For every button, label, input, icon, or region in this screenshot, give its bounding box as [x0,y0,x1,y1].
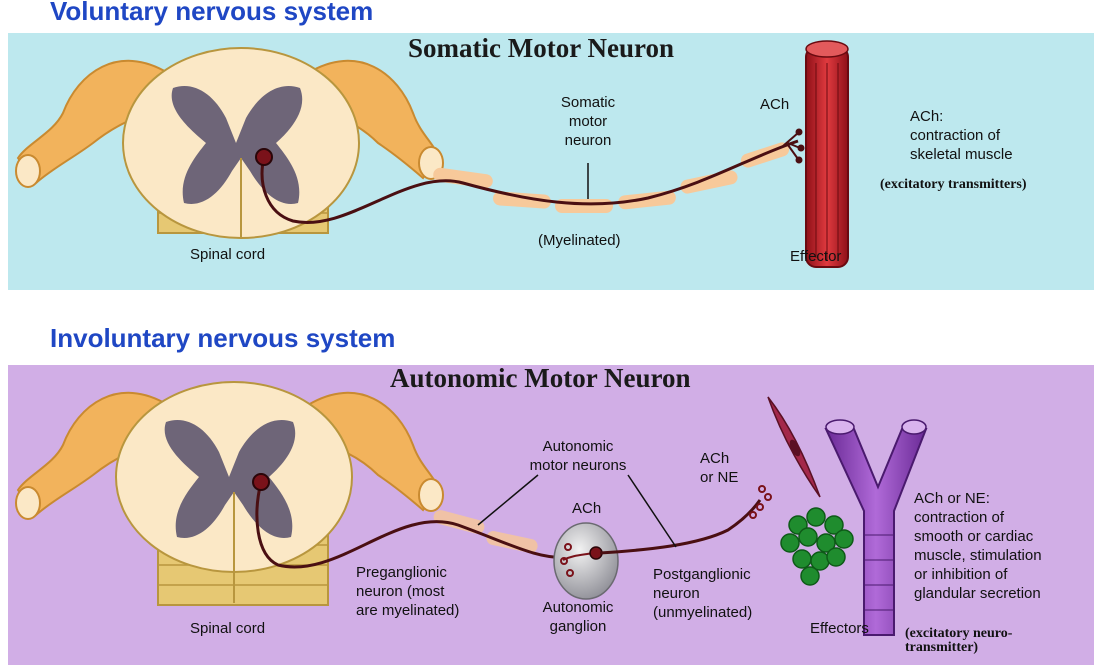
somatic-diagram [15,40,849,268]
myelinated-label: (Myelinated) [538,232,621,249]
autonomic-diagram [15,381,928,636]
preganglionic-myelin [433,510,538,553]
smooth-muscle-cell [767,396,821,498]
somatic-panel: Somatic Motor Neuron Spinal cord Somatic… [8,33,1094,290]
gland-cells [780,507,854,586]
effectors-label: Effectors [810,620,869,637]
axon-terminal [782,128,805,164]
neuron-cell-body [255,148,273,166]
spinal-cord-label: Spinal cord [190,246,266,263]
nerve-root-left [15,391,169,520]
somatic-effect-description: ACh: contraction of skeletal muscle [910,108,1013,163]
ach-label: ACh [760,96,790,113]
postganglionic-axon [599,499,762,555]
nerve-root-left [15,59,169,188]
autonomic-transmitter-note: (excitatory neuro- transmitter) [905,626,1013,655]
somatic-neuron-label: Somatic motor neuron [560,94,616,149]
autonomic-panel: Autonomic Motor Neuron Spinal cord Auton… [8,363,1094,665]
autonomic-ganglion [553,522,619,600]
gray-matter [171,86,303,204]
autonomic-motor-neurons-label: Autonomic motor neurons [529,438,627,474]
nerve-root-right [307,391,444,512]
spinal-cord-label: Spinal cord [190,620,266,637]
somatic-title: Somatic Motor Neuron [408,33,674,63]
skeletal-muscle [805,40,849,268]
somatic-transmitter-note: (excitatory transmitters) [880,177,1027,192]
somatic-axon [260,139,799,224]
voluntary-heading: Voluntary nervous system [50,0,374,26]
preganglionic-label: Preganglionic neuron (most are myelinate… [356,564,460,619]
postganglionic-terminal [749,485,772,519]
ganglion-label: Autonomic ganglion [542,599,614,635]
autonomic-title: Autonomic Motor Neuron [390,363,691,393]
ach-or-ne-label: ACh or NE [700,450,739,486]
autonomic-effect-description: ACh or NE: contraction of smooth or card… [914,490,1042,602]
ach-ganglion-label: ACh [572,500,602,517]
preganglionic-axon [255,481,569,569]
effector-label: Effector [790,248,842,265]
preganglionic-cell-body [252,473,270,491]
postganglionic-label: Postganglionic neuron (unmyelinated) [653,566,753,621]
involuntary-heading: Involuntary nervous system [50,323,396,353]
blood-vessel [824,419,928,636]
gray-matter [164,420,296,538]
